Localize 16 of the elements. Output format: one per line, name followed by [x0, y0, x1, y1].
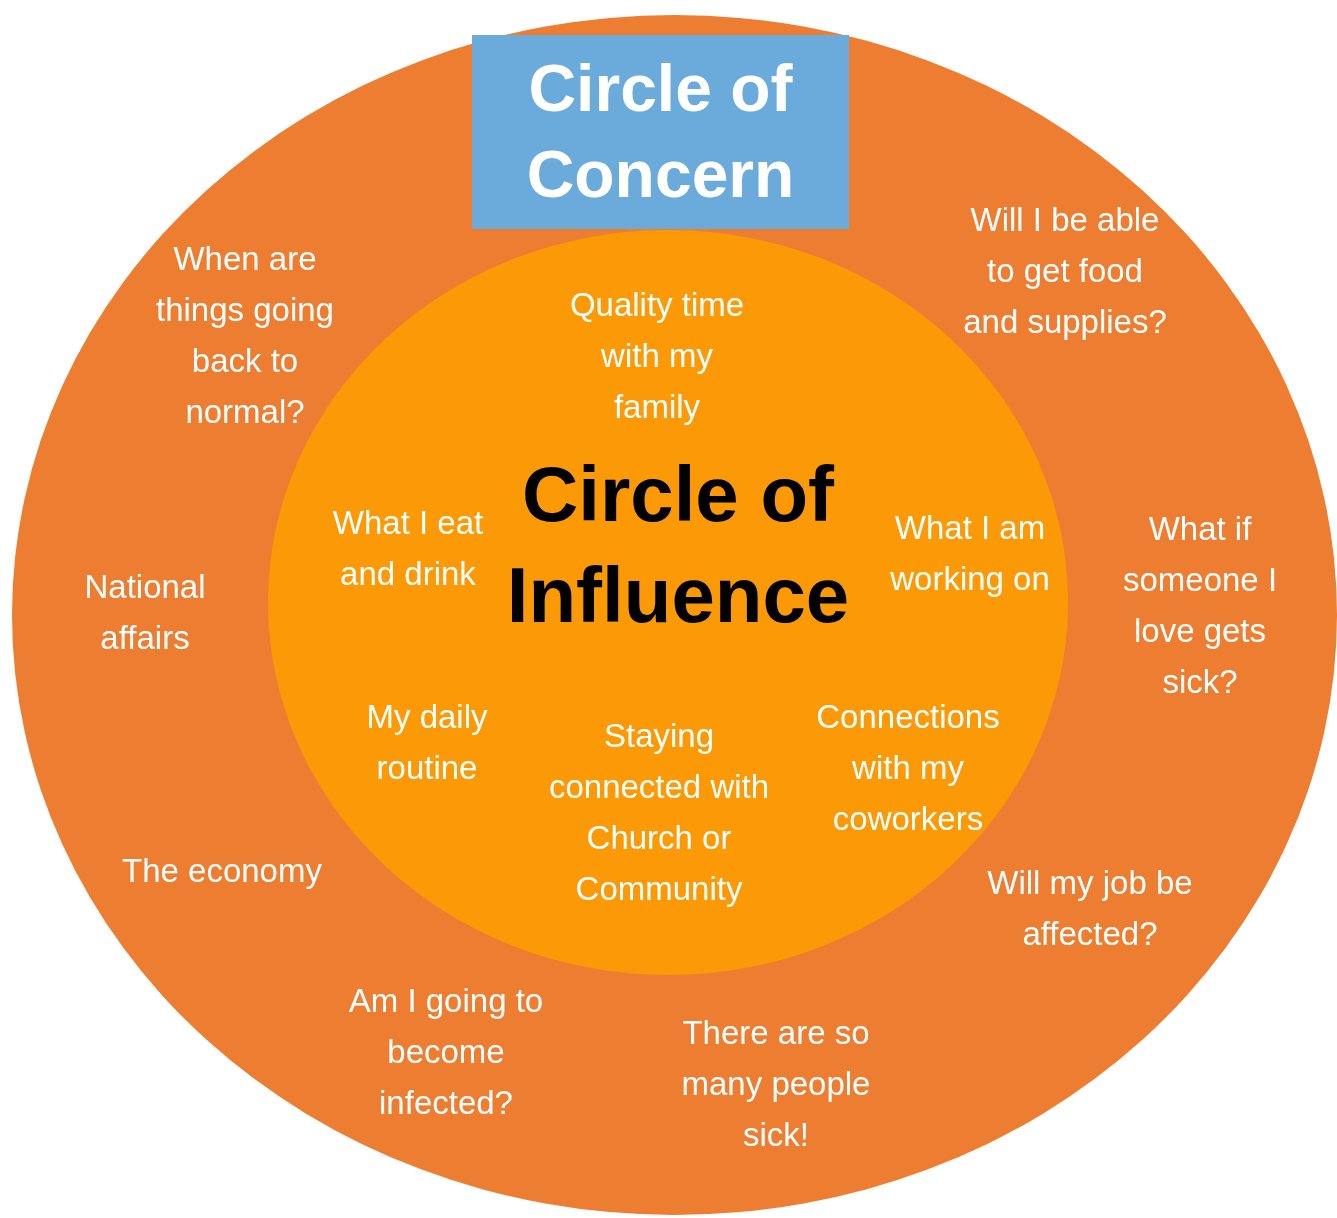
circle-item-text: When are things going back to normal? [155, 239, 335, 432]
circle-item-text: Staying connected with Church or Community [547, 716, 771, 909]
circle-item-text: National affairs [83, 567, 207, 658]
circle-item-text: What I eat and drink [331, 503, 485, 594]
title-banner: Circle of Concern [472, 35, 849, 229]
circle-item-text: Will my job be affected? [986, 863, 1194, 954]
circle-item-text: My daily routine [365, 697, 489, 788]
circle-item-text: Will I be able to get food and supplies? [962, 199, 1168, 342]
circle-heading: Circle of Influence [505, 448, 851, 641]
circle-item-text: There are so many people sick! [680, 1012, 872, 1155]
circle-item-text: What I am working on [889, 508, 1051, 599]
circle-item-text: The economy [121, 850, 323, 891]
circle-item-text: Quality time with my family [568, 284, 746, 427]
circle-item-text: What if someone I love gets sick? [1121, 509, 1279, 702]
circle-item-text: Connections with my coworkers [815, 696, 1001, 839]
circle-item-text: Am I going to become infected? [347, 980, 545, 1123]
